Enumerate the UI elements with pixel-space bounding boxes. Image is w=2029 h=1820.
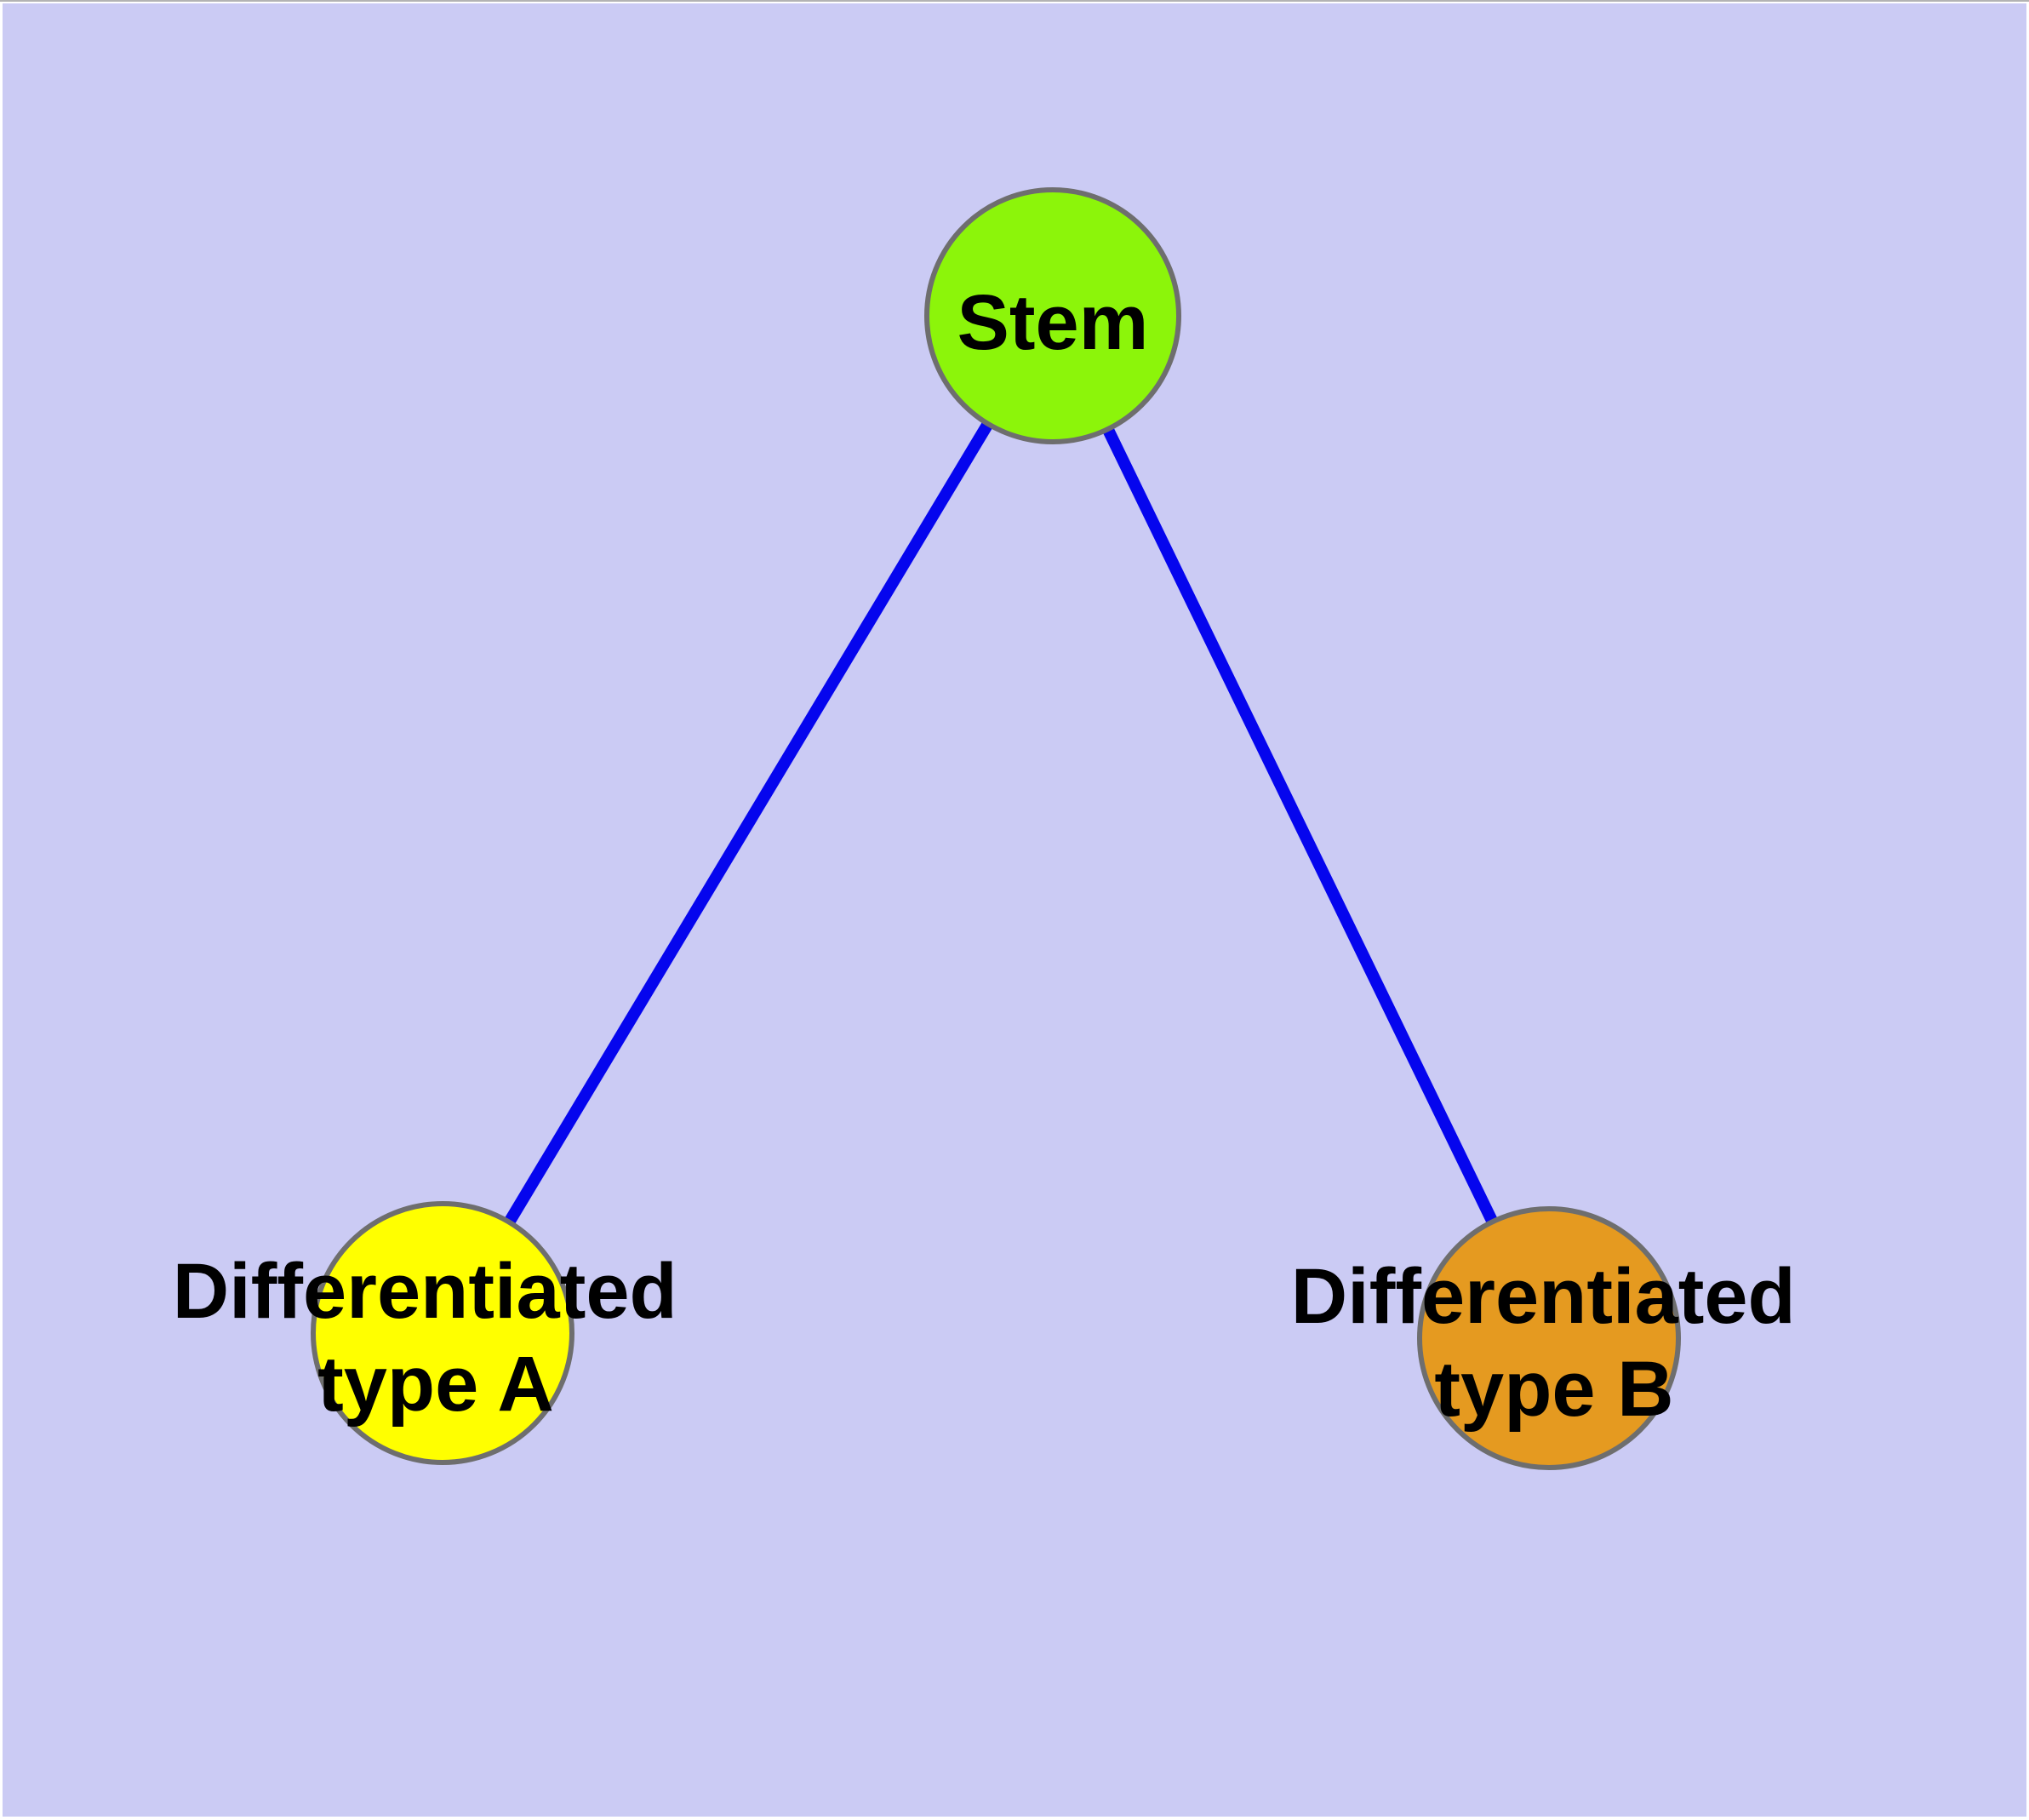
label-line: type B (1434, 1346, 1673, 1433)
node-stem (924, 187, 1181, 444)
edge-stem-to-type-a (437, 312, 1059, 1336)
edge-stem-to-type-b (1047, 312, 1555, 1342)
node-differentiated-type-b (1417, 1206, 1681, 1470)
node-differentiated-type-a (311, 1201, 574, 1465)
node-differentiated-type-b-label: Differentiated type B (1291, 1253, 1818, 1433)
label-line: type A (317, 1341, 554, 1428)
label-line: Differentiated (1291, 1253, 1796, 1340)
node-differentiated-type-a-label: Differentiated type A (173, 1248, 700, 1428)
node-stem-label: Stem (957, 279, 1149, 366)
label-line: Differentiated (173, 1248, 677, 1335)
